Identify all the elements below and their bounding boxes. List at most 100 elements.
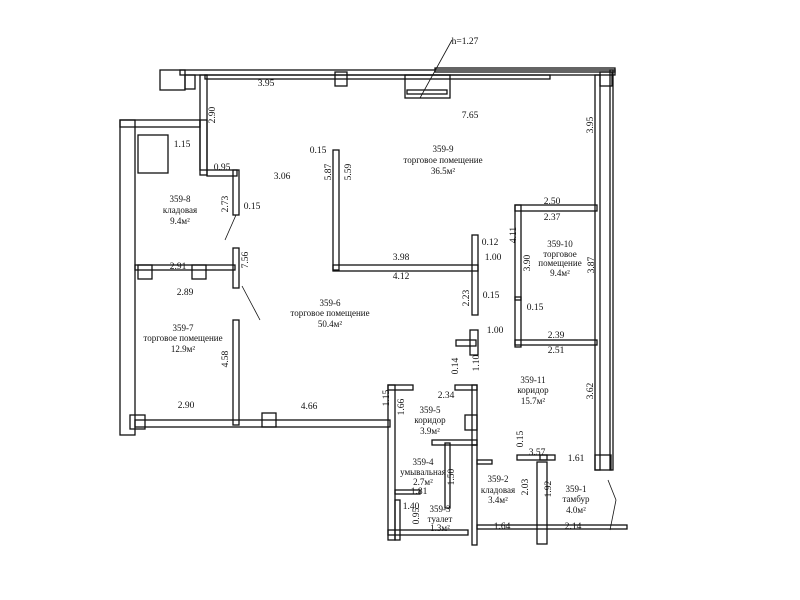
door-swing-line	[609, 499, 617, 531]
room-name: коридор	[414, 415, 446, 425]
wall	[134, 264, 236, 271]
wall	[334, 71, 348, 87]
wall	[394, 489, 421, 495]
room-name: кладовая	[481, 485, 515, 495]
room-area: 15.7м²	[521, 396, 545, 406]
room-name: тамбур	[563, 494, 590, 504]
dimension-label: 2.90	[208, 106, 218, 123]
dimension-label: 0.12	[482, 238, 499, 248]
dimension-label: 3.06	[274, 172, 291, 182]
wall	[609, 69, 614, 471]
room-area: 2.7м²	[413, 477, 433, 487]
dimension-label: 0.15	[527, 303, 544, 313]
dimension-label: 1.15	[382, 389, 392, 406]
room-name: торговое помещение	[143, 333, 222, 343]
dimension-label: 4.58	[221, 350, 231, 367]
door-swing-line	[419, 39, 453, 99]
room-area: 12.9м²	[171, 344, 195, 354]
dimension-label: 1.00	[485, 253, 502, 263]
room-id: 359-1	[566, 484, 587, 494]
wall	[406, 89, 448, 95]
room-359-8: 359-8 кладовая 9.4м²	[163, 194, 197, 226]
room-359-10: 359-10 торговое помещение 9.4м²	[538, 239, 581, 278]
room-359-1: 359-1 тамбур 4.0м²	[563, 484, 590, 515]
dimension-label: 3.98	[393, 253, 410, 263]
room-area: 9.4м²	[170, 216, 190, 226]
wall	[394, 499, 401, 541]
dimension-label: 2.03	[521, 478, 531, 495]
wall	[454, 384, 478, 391]
wall	[137, 264, 153, 280]
room-id: 359-2	[488, 474, 509, 484]
dimension-label: 4.12	[393, 272, 410, 282]
room-359-3: 359-3 туалет 1.3м²	[428, 504, 453, 533]
wall	[387, 384, 414, 391]
wall	[332, 149, 340, 271]
wall	[431, 439, 478, 446]
wall	[206, 169, 238, 177]
dimension-label: 2.34	[438, 391, 455, 401]
dimension-label: 1.61	[568, 454, 585, 464]
wall	[536, 461, 548, 545]
room-id: 359-4	[413, 457, 434, 467]
room-id: 359-3	[430, 504, 451, 514]
wall	[471, 444, 478, 546]
dimension-label: 2.14	[565, 522, 582, 532]
dimension-label: 3.95	[586, 116, 596, 133]
dimension-label: 1.92	[544, 480, 554, 497]
wall	[232, 319, 240, 426]
dimension-label: 2.73	[221, 195, 231, 212]
wall	[119, 119, 201, 128]
walls	[119, 39, 628, 546]
dimension-label: 2.39	[548, 331, 565, 341]
dimension-label: 2.89	[177, 288, 194, 298]
dimension-label: 1.10	[472, 354, 482, 371]
wall	[204, 74, 551, 80]
dimension-label: 1.81	[411, 487, 428, 497]
room-area: 9.4м²	[550, 268, 570, 278]
wall	[539, 454, 556, 461]
wall	[476, 524, 628, 530]
room-area: 3.4м²	[488, 495, 508, 505]
dimension-label: 7.65	[462, 111, 479, 121]
dimension-label: 2.50	[544, 197, 561, 207]
room-area: 4.0м²	[566, 505, 586, 515]
room-id: 359-5	[420, 405, 441, 415]
room-name: умывальная	[400, 467, 446, 477]
room-area: 36.5м²	[431, 166, 455, 176]
dimension-label: 2.37	[544, 213, 561, 223]
wall	[516, 454, 548, 461]
dimension-label: h=1.27	[452, 37, 479, 47]
dimension-label: 0.14	[451, 357, 461, 374]
room-359-2: 359-2 кладовая 3.4м²	[481, 474, 515, 505]
wall	[119, 119, 136, 436]
room-id: 359-11	[520, 375, 545, 385]
wall	[199, 74, 208, 171]
dimension-label: 2.90	[178, 401, 195, 411]
dimension-label: 0.15	[244, 202, 261, 212]
room-id: 359-8	[170, 194, 191, 204]
room-id: 359-10	[547, 239, 573, 249]
wall	[199, 119, 208, 176]
dimension-label: 0.95	[214, 163, 231, 173]
wall	[471, 234, 479, 316]
wall	[404, 74, 451, 99]
wall	[476, 459, 493, 465]
dimension-label: 5.87	[324, 163, 334, 180]
room-359-4: 359-4 умывальная 2.7м²	[400, 457, 446, 487]
room-name: торговое	[543, 249, 577, 259]
room-359-7: 359-7 торговое помещение 12.9м²	[143, 323, 222, 354]
wall	[464, 414, 478, 431]
wall	[129, 414, 146, 430]
room-359-11: 359-11 коридор 15.7м²	[517, 375, 549, 406]
room-name: торговое помещение	[403, 155, 482, 165]
wall	[594, 454, 612, 471]
room-id: 359-6	[320, 298, 341, 308]
dimension-label: 3.62	[586, 382, 596, 399]
dimension-label: 1.15	[174, 140, 191, 150]
room-area: 3.9м²	[420, 426, 440, 436]
wall	[191, 264, 207, 280]
wall	[469, 329, 479, 356]
